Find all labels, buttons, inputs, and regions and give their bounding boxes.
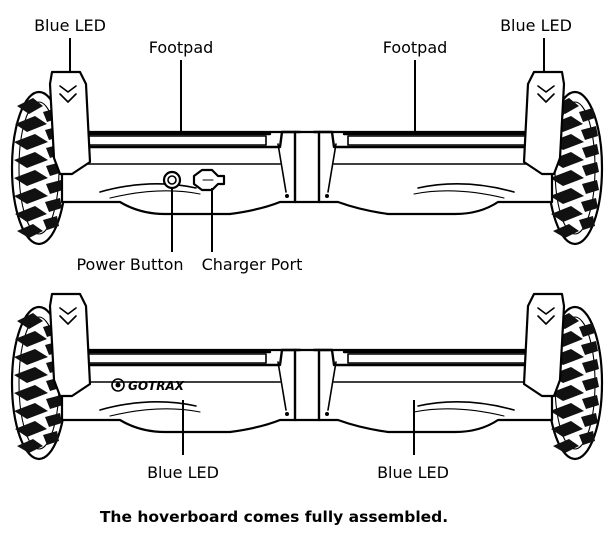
right-fender-led: [522, 292, 566, 398]
label-blue-led-top-right: Blue LED: [500, 16, 572, 35]
hoverboard-bottom: GOTRAX Blue LED Blue LED: [10, 292, 604, 482]
label-footpad-right: Footpad: [383, 38, 448, 57]
board-body: [60, 130, 554, 216]
left-fender-led: [48, 70, 92, 176]
label-footpad-left: Footpad: [149, 38, 214, 57]
power-button-icon: [162, 170, 182, 190]
label-blue-led-top-left: Blue LED: [34, 16, 106, 35]
caption: The hoverboard comes fully assembled.: [100, 508, 448, 526]
gotrax-logo: GOTRAX: [111, 378, 185, 393]
label-power-button: Power Button: [76, 255, 183, 274]
label-blue-led-bottom-right: Blue LED: [377, 463, 449, 482]
left-fender-led: [48, 292, 92, 398]
label-blue-led-bottom-left: Blue LED: [147, 463, 219, 482]
right-fender-led: [522, 70, 566, 176]
charger-port-icon: [192, 168, 226, 192]
hoverboard-top: Blue LED Blue LED Footpad Footpad Power …: [10, 16, 604, 274]
brand-logo-text: GOTRAX: [128, 379, 185, 393]
label-charger-port: Charger Port: [202, 255, 303, 274]
